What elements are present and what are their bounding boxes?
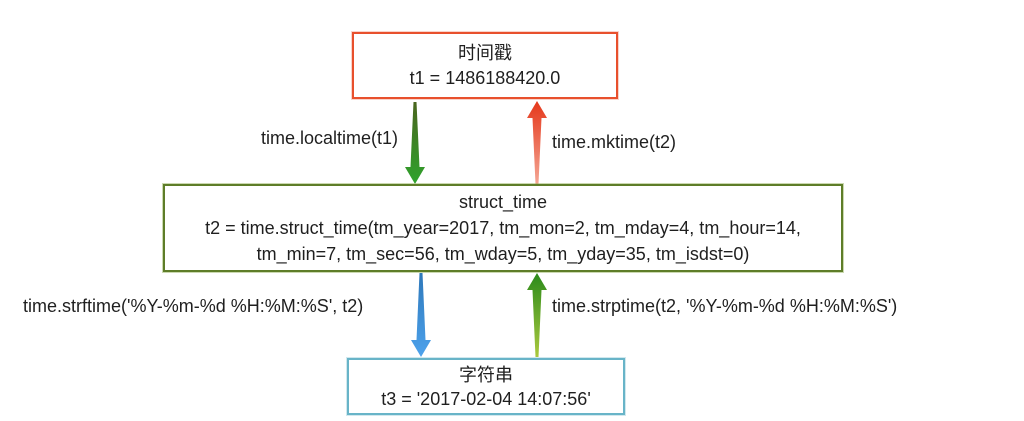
localtime-label: time.localtime(t1) <box>260 128 398 148</box>
localtime-down-arrow-icon <box>405 102 425 184</box>
string-box: 字符串 t3 = '2017-02-04 14:07:56' <box>347 358 625 415</box>
strftime-label: time.strftime('%Y-%m-%d %H:%M:%S', t2) <box>23 296 364 316</box>
mktime-up-arrow-icon <box>527 101 547 184</box>
mktime-label: time.mktime(t2) <box>552 132 677 152</box>
strptime-up-arrow-icon <box>527 273 547 357</box>
timestamp-box-title: 时间戳 <box>458 42 512 63</box>
struct-time-box-value-line1: t2 = time.struct_time(tm_year=2017, tm_m… <box>205 218 801 238</box>
struct-time-box-value-line2: tm_min=7, tm_sec=56, tm_wday=5, tm_yday=… <box>256 244 750 264</box>
string-box-value: t3 = '2017-02-04 14:07:56' <box>381 388 591 409</box>
strptime-label: time.strptime(t2, '%Y-%m-%d %H:%M:%S') <box>552 296 898 316</box>
timestamp-box: 时间戳 t1 = 1486188420.0 <box>352 32 618 99</box>
strftime-down-arrow-icon <box>411 273 431 357</box>
struct-time-box-title: struct_time <box>458 192 548 212</box>
struct-time-box: struct_time t2 = time.struct_time(tm_yea… <box>163 184 843 272</box>
string-box-title: 字符串 <box>459 364 513 385</box>
timestamp-box-value: t1 = 1486188420.0 <box>409 67 561 88</box>
